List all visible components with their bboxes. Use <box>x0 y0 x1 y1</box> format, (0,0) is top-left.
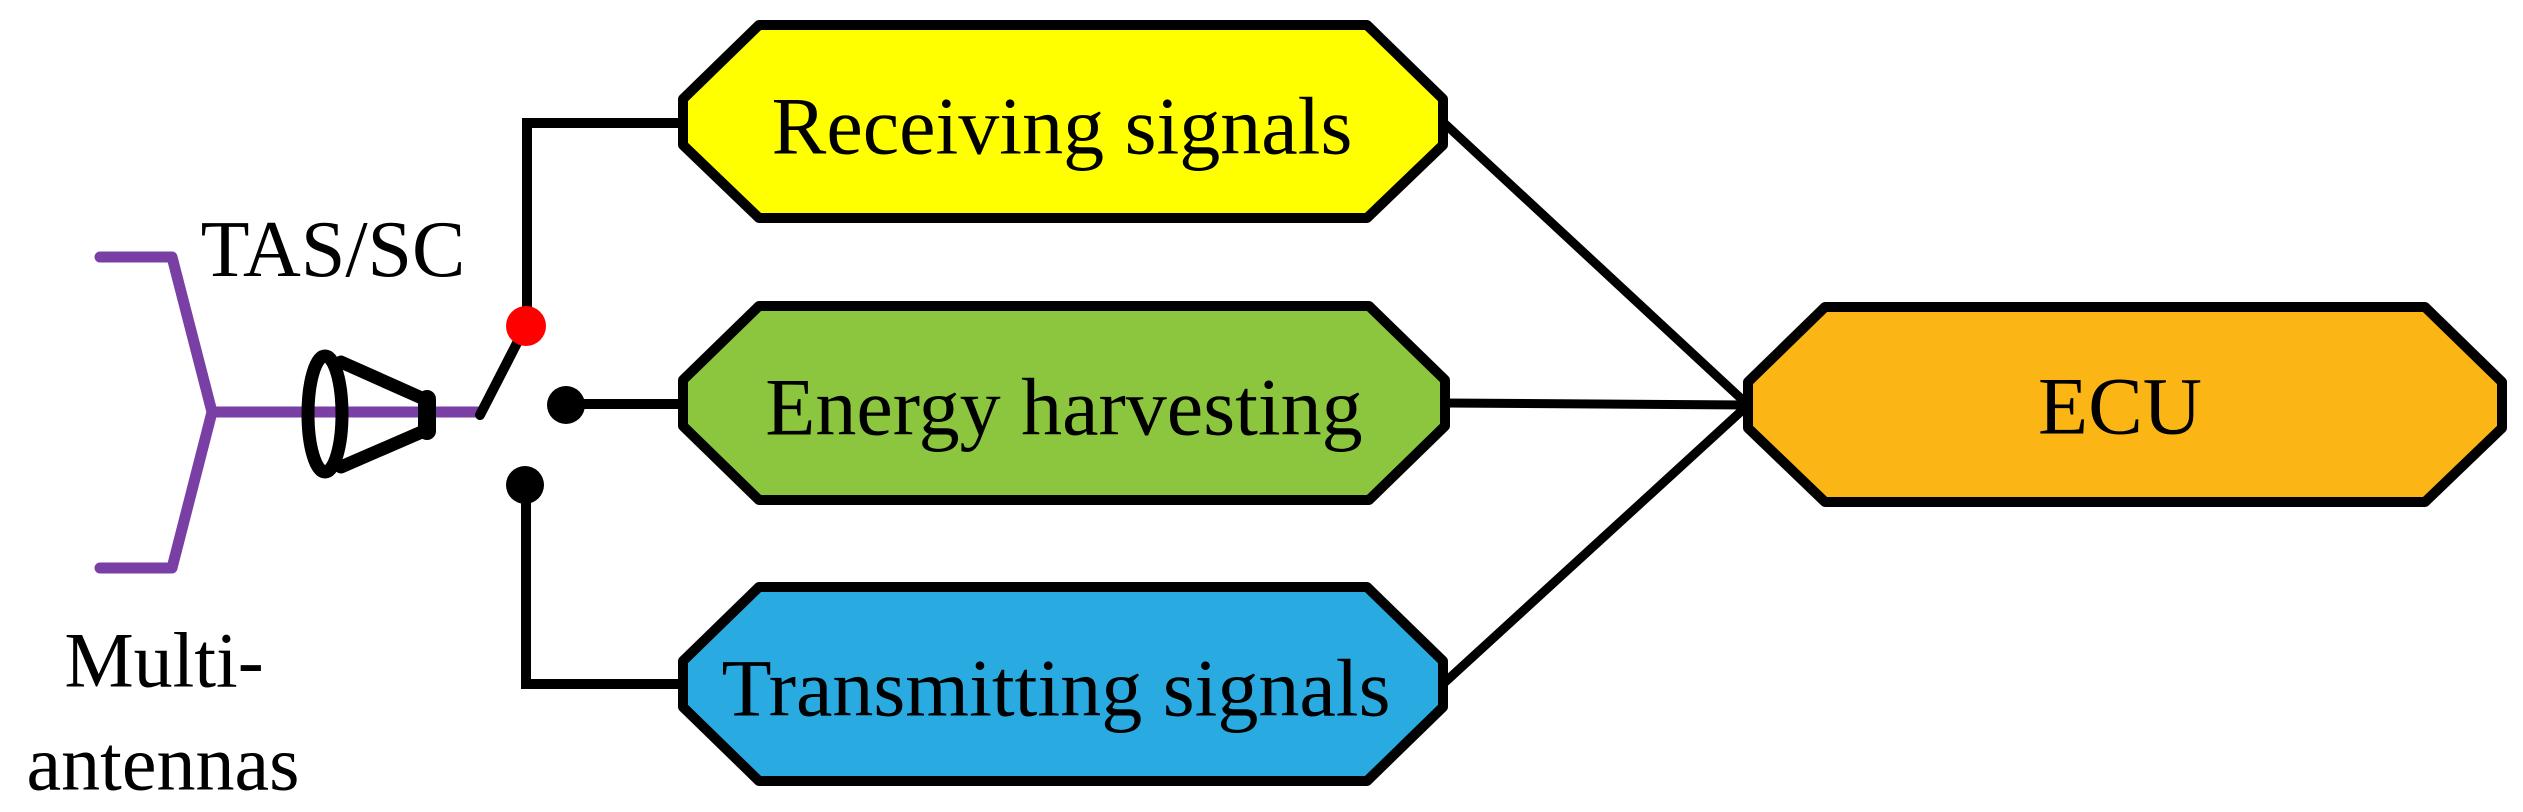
multi-antennas-label-line2: antennas <box>27 720 300 807</box>
switch-contact-transmitting <box>506 466 544 504</box>
switch-contact-receiving-active <box>506 306 546 346</box>
horn-cone-bottom <box>334 424 431 474</box>
energy-harvesting-box <box>678 301 1450 505</box>
antenna-horn-icon <box>301 349 436 479</box>
wire-to-transmitting <box>521 483 683 689</box>
ecu-box <box>1743 302 2507 507</box>
connector-receiving-ecu <box>1439 118 1752 409</box>
horn-mouth-ellipse <box>301 349 349 479</box>
transmitting-signals-box <box>678 582 1448 786</box>
multi-antennas-label-line1: Multi- <box>64 617 263 704</box>
multi-antenna-symbol <box>94 251 218 574</box>
tas-sc-label: TAS/SC <box>201 206 466 294</box>
ecu-label: ECU <box>2038 361 2202 452</box>
transmitting-signals-label: Transmitting signals <box>721 643 1390 734</box>
receiving-signals-label: Receiving signals <box>772 81 1353 172</box>
connector-harvesting-ecu <box>1444 398 1749 410</box>
switch-contact-harvesting <box>547 386 585 424</box>
energy-harvesting-label: Energy harvesting <box>765 362 1362 453</box>
receiving-signals-box <box>678 20 1448 223</box>
switch-arm <box>475 338 522 420</box>
wire-to-receiving <box>522 118 683 310</box>
horn-cone-top <box>334 355 431 406</box>
connector-transmitting-ecu <box>1439 401 1752 688</box>
